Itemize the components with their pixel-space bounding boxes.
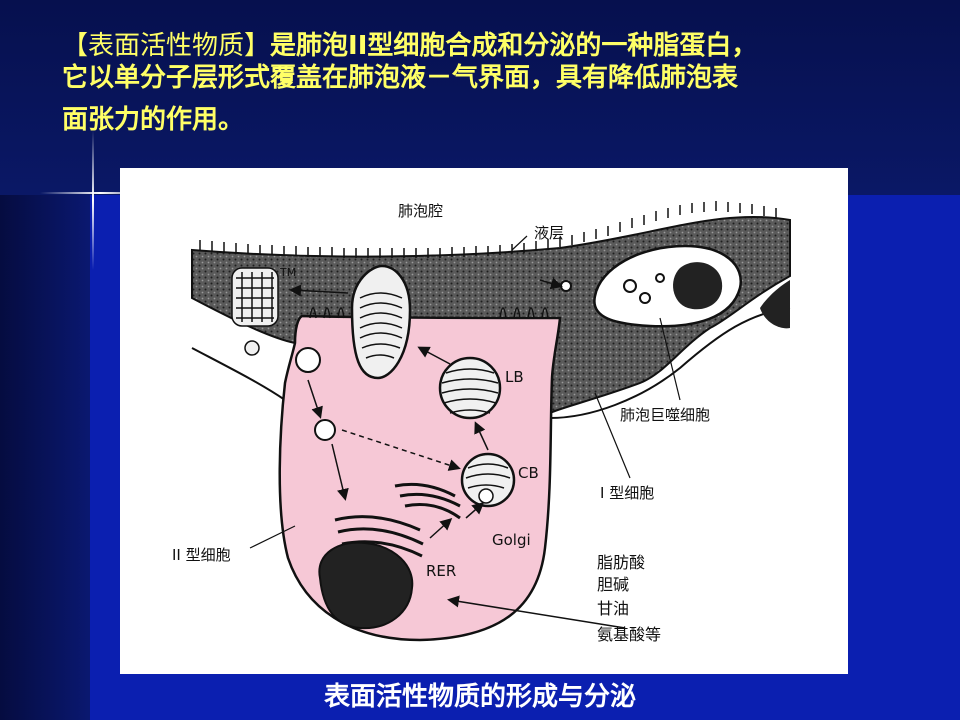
label-tm: TM [279, 266, 296, 279]
golgi-apparatus [394, 482, 461, 520]
capillary-lumen [760, 280, 790, 329]
lamellar-body-lb [438, 356, 502, 420]
title-line-1: 【表面活性物质】是肺泡II型细胞合成和分泌的一种脂蛋白， [62, 30, 922, 62]
star-glow-vertical [92, 130, 94, 270]
title-lead: 【表面活性物质】 [62, 31, 271, 61]
label-golgi: Golgi [492, 531, 531, 549]
lamellar-body-exocytosis [350, 264, 412, 380]
process-arrows [289, 277, 626, 629]
nucleus [318, 541, 414, 630]
label-cb: CB [518, 464, 539, 482]
diagram-svg: 肺泡腔 液层 TM LB CB Golgi RER II 型细胞 I 型细胞 肺… [172, 201, 791, 644]
title-line-3: 面张力的作用。 [62, 105, 245, 135]
leader-lines [249, 235, 681, 549]
title-line-2: 它以单分子层形式覆盖在肺泡液－气界面，具有降低肺泡表 [62, 63, 739, 93]
label-glycerol: 甘油 [597, 599, 629, 618]
header-background [0, 0, 960, 195]
transport-vesicle [314, 419, 336, 441]
label-type2-cell: II 型细胞 [172, 546, 231, 564]
tm-small-vesicle [244, 340, 260, 356]
secreting-lamellar-body [295, 347, 321, 373]
cell-microvilli [309, 307, 549, 319]
free-vesicle [560, 280, 572, 292]
title-line-1-rest: 是肺泡II型细胞合成和分泌的一种脂蛋白， [270, 31, 758, 61]
figure-caption: 表面活性物质的形成与分泌 [323, 682, 636, 712]
alveolar-macrophage [593, 244, 742, 328]
star-glow-horizontal [40, 192, 160, 194]
tubular-myelin [231, 267, 279, 327]
left-band-background [0, 195, 90, 720]
composite-body-cb [460, 452, 516, 508]
label-choline: 胆碱 [597, 575, 629, 594]
label-amino-acids: 氨基酸等 [597, 625, 661, 644]
surface-microvilli [199, 201, 777, 258]
surfactant-diagram: 肺泡腔 液层 TM LB CB Golgi RER II 型细胞 I 型细胞 肺… [120, 168, 848, 674]
label-alveolar-cavity: 肺泡腔 [398, 202, 443, 220]
label-type1-cell: I 型细胞 [600, 484, 654, 502]
label-fatty-acid: 脂肪酸 [597, 553, 645, 572]
type1-cell-wall [191, 307, 791, 419]
slide-title: 【表面活性物质】是肺泡II型细胞合成和分泌的一种脂蛋白， 它以单分子层形式覆盖在… [62, 30, 922, 136]
label-rer: RER [426, 562, 456, 580]
label-macrophage: 肺泡巨噬细胞 [620, 406, 710, 424]
label-lb: LB [505, 368, 524, 386]
label-liquid-layer: 液层 [534, 224, 564, 242]
